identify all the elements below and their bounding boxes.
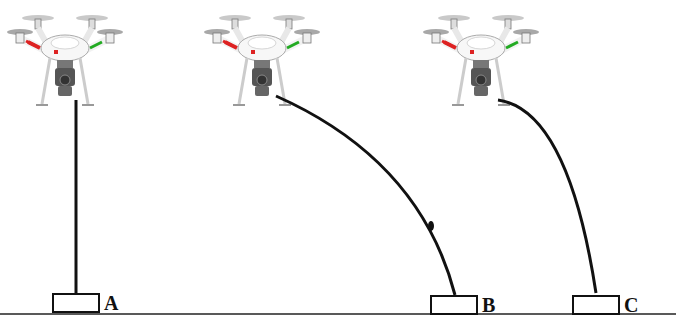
box-outline — [572, 295, 620, 315]
box-label: A — [104, 293, 118, 313]
box-outline — [430, 295, 478, 315]
ground-box: C — [572, 295, 638, 315]
box-label: C — [624, 295, 638, 315]
box-outline — [52, 293, 100, 313]
ground-box: B — [430, 295, 495, 315]
ground-box: A — [52, 293, 118, 313]
box-label: B — [482, 295, 495, 315]
